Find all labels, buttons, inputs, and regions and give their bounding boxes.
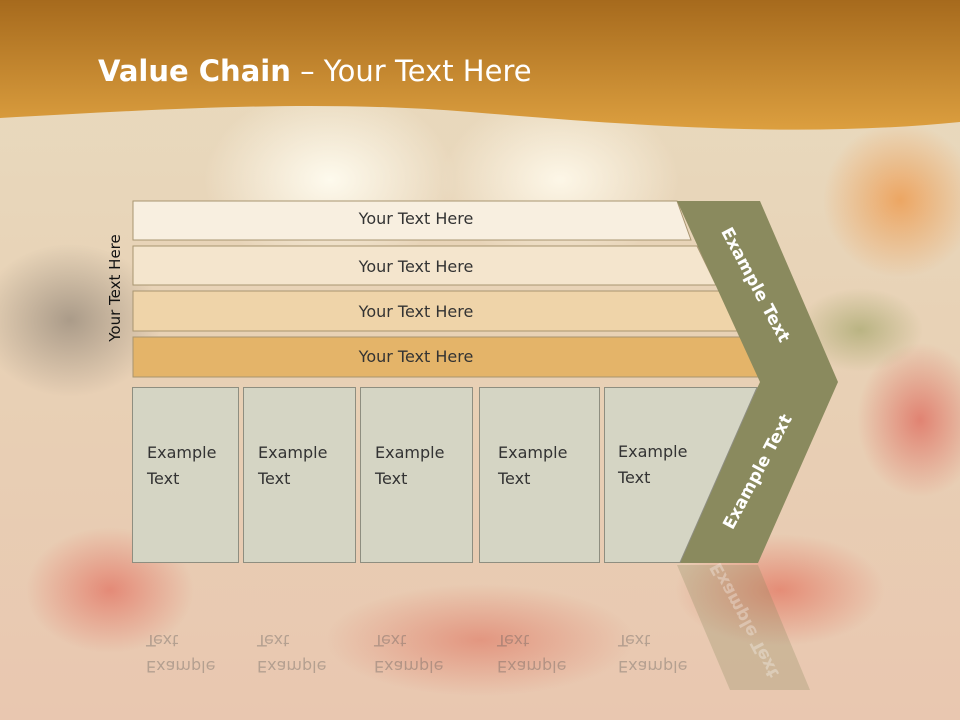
card-4-line-1: Example bbox=[498, 443, 568, 462]
card-3-line-1: Example bbox=[375, 443, 445, 462]
header-banner: Value Chain – Your Text Here bbox=[0, 0, 960, 140]
card-1-line-2: Text bbox=[147, 469, 180, 488]
card-5-line-1: Example bbox=[618, 442, 688, 461]
card-4-line-2: Text bbox=[498, 469, 531, 488]
page-title: Value Chain – Your Text Here bbox=[98, 54, 532, 88]
card-1-line-1: Example bbox=[147, 443, 217, 462]
row-3-text: Your Text Here bbox=[358, 302, 474, 321]
row-4-text: Your Text Here bbox=[358, 347, 474, 366]
card-2-line-2: Text bbox=[258, 469, 291, 488]
row-1-text: Your Text Here bbox=[358, 209, 474, 228]
card-3-line-2: Text bbox=[375, 469, 408, 488]
row-2-text: Your Text Here bbox=[358, 257, 474, 276]
side-label: Your Text Here bbox=[106, 234, 124, 342]
card-2-line-1: Example bbox=[258, 443, 328, 462]
card-5-line-2: Text bbox=[618, 468, 651, 487]
